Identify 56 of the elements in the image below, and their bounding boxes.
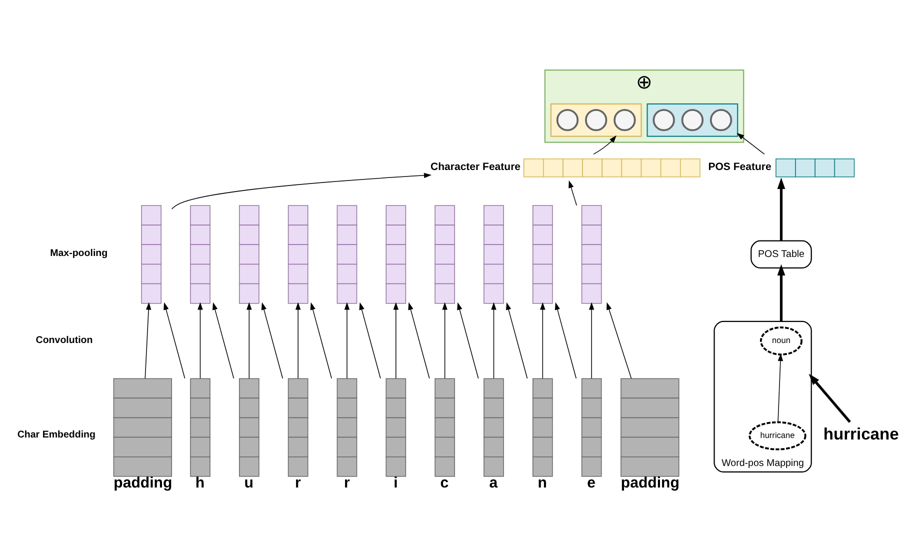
arrow xyxy=(457,302,479,379)
node-label: padding xyxy=(620,474,680,492)
arrow xyxy=(393,302,399,379)
arrow xyxy=(808,374,851,423)
node-circle xyxy=(681,108,704,132)
node-label: i xyxy=(394,474,398,492)
arrow xyxy=(568,180,578,206)
node-label: a xyxy=(489,474,498,492)
arrow xyxy=(344,302,350,379)
node-circle xyxy=(585,108,608,132)
node-box: POS Table xyxy=(750,240,812,269)
arrow xyxy=(777,178,786,241)
node-label: u xyxy=(244,474,254,492)
arrow xyxy=(144,302,152,379)
label: Convolution xyxy=(36,334,93,346)
arrow xyxy=(588,302,594,379)
arrow xyxy=(198,302,203,379)
arrow xyxy=(554,302,577,379)
arrow xyxy=(606,302,632,379)
arrow xyxy=(491,302,496,379)
arrow xyxy=(777,264,786,322)
node-circle xyxy=(556,108,579,132)
arrow xyxy=(246,302,252,379)
arrow xyxy=(295,302,301,379)
label: Char Embedding xyxy=(17,430,96,441)
node-circle xyxy=(614,108,636,132)
node-text: hurricane xyxy=(823,424,899,444)
node-circle xyxy=(710,108,732,132)
cluster xyxy=(646,103,738,137)
arrow xyxy=(261,302,284,379)
arrow xyxy=(540,302,546,379)
arrow xyxy=(778,353,784,422)
node-label: r xyxy=(344,474,350,492)
arrow xyxy=(171,172,432,210)
arrow xyxy=(212,302,234,379)
node-label: n xyxy=(538,474,547,492)
node-label: padding xyxy=(114,474,172,492)
arrow xyxy=(593,135,616,155)
arrow xyxy=(408,302,430,379)
node-label: c xyxy=(440,474,449,492)
node-label: h xyxy=(195,474,205,492)
label: Max-pooling xyxy=(50,248,108,260)
node-label: Character Feature xyxy=(430,160,521,173)
arrow xyxy=(310,302,332,379)
arrow xyxy=(736,132,765,155)
cluster xyxy=(550,103,642,137)
node-label: e xyxy=(587,474,596,492)
arrow xyxy=(506,302,528,379)
node-ellipse: hurricane xyxy=(748,421,806,450)
arrow xyxy=(442,302,448,379)
arrow xyxy=(359,302,381,379)
arrow xyxy=(164,302,186,379)
node-label: r xyxy=(295,474,301,492)
node-circle xyxy=(652,108,675,132)
node-ellipse: noun xyxy=(760,326,802,356)
node-label: POS Feature xyxy=(708,160,772,173)
